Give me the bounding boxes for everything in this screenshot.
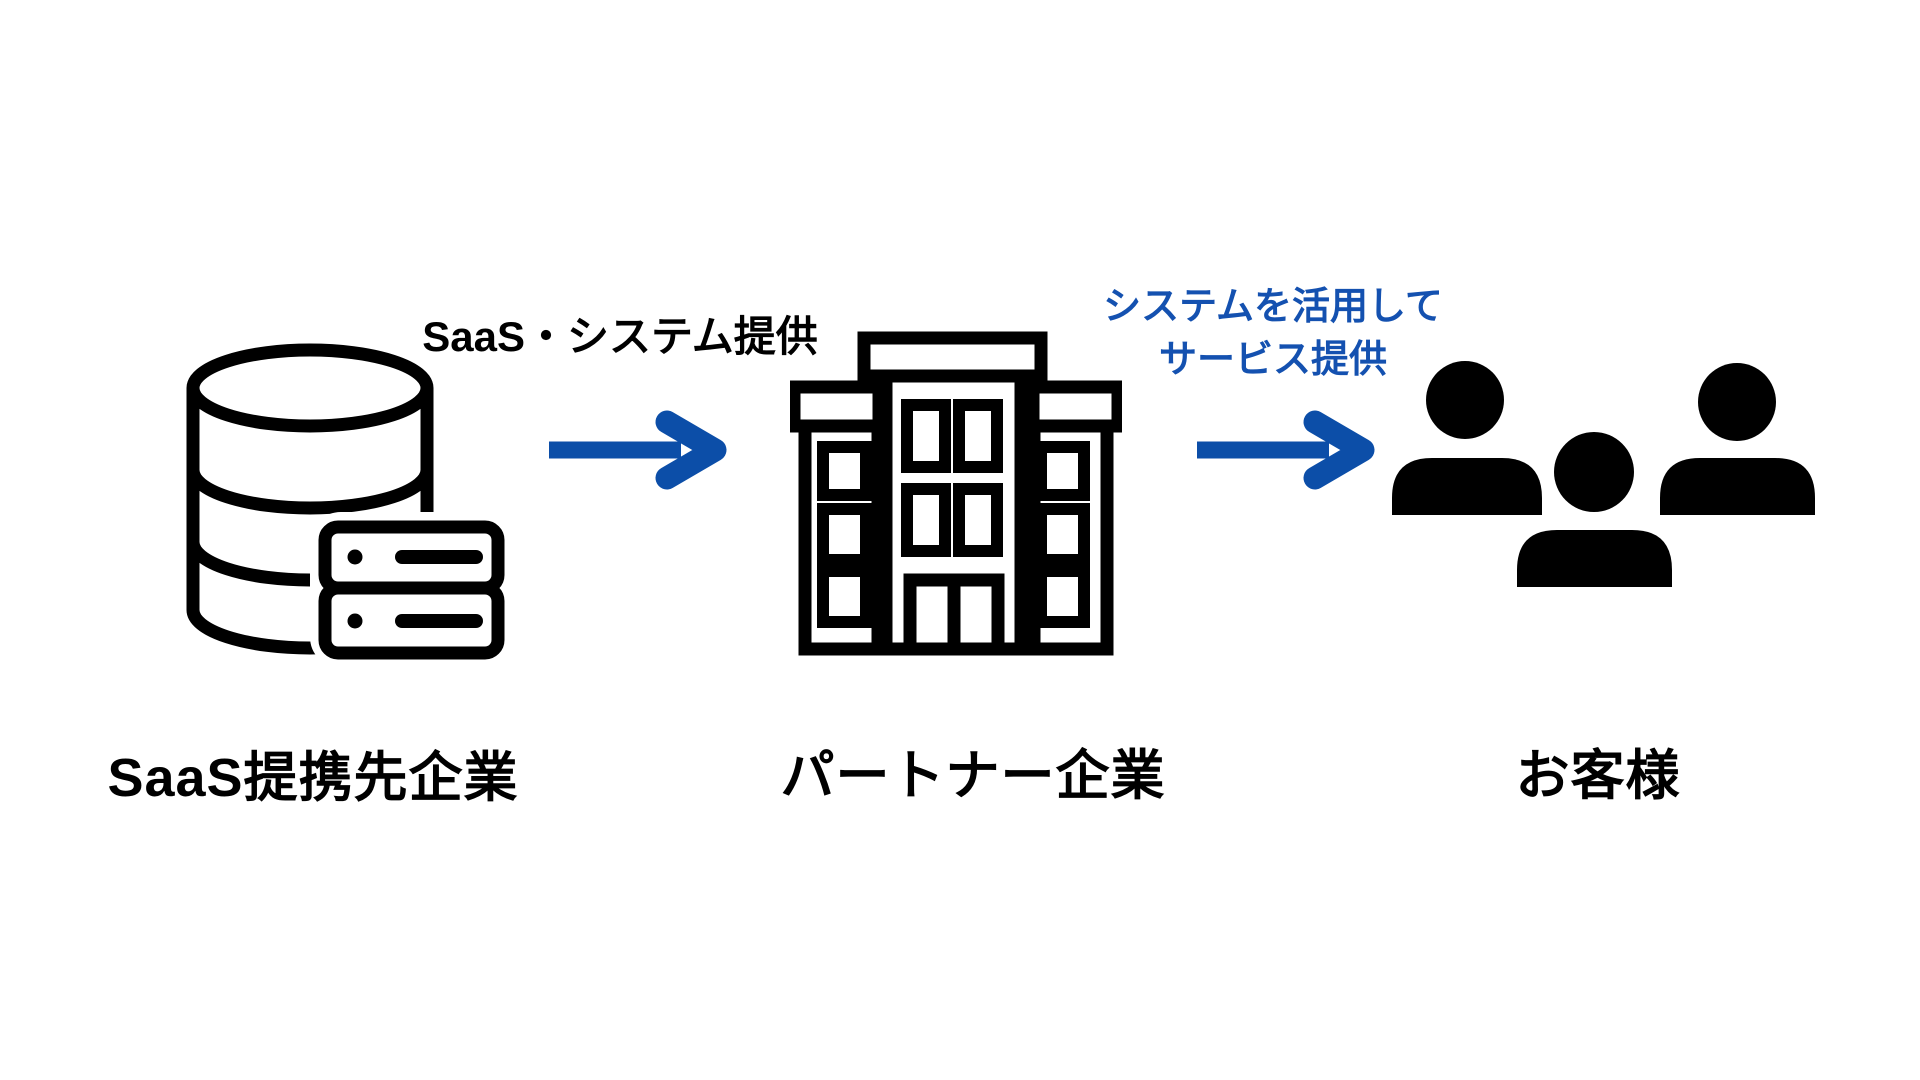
arrow-2-label: システムを活用して サービス提供 xyxy=(1023,281,1523,387)
arrow-2-label-line1: システムを活用して xyxy=(1103,286,1443,328)
arrow-right-icon xyxy=(549,410,727,490)
arrow-right-icon xyxy=(1197,410,1375,490)
database-server-icon xyxy=(186,343,505,662)
node-label-customers: お客様 xyxy=(1515,746,1681,806)
node-label-saas-company: SaaS提携先企業 xyxy=(107,748,519,808)
office-building-icon xyxy=(790,331,1122,656)
arrow-1-label: SaaS・システム提供 xyxy=(422,313,818,360)
people-group-icon xyxy=(1392,361,1815,587)
node-label-partner-company: パートナー企業 xyxy=(780,746,1166,806)
arrow-2-label-line2: サービス提供 xyxy=(1158,339,1387,382)
